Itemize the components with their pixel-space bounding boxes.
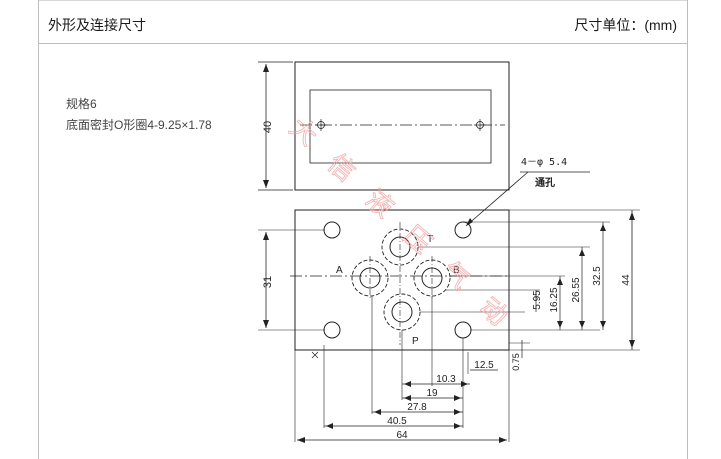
- dim-top-height: 40: [262, 121, 274, 133]
- dim-27-8: 27.8: [407, 402, 427, 413]
- watermark-char: 大: [284, 112, 323, 152]
- unit-label: 尺寸单位：(mm): [574, 17, 677, 33]
- port-b-label: B: [453, 265, 460, 276]
- dim-44: 44: [621, 274, 632, 286]
- watermark-char: 动: [474, 292, 513, 332]
- watermark-char: 信: [322, 148, 361, 188]
- port-p-label: P: [412, 336, 419, 347]
- hole-callout: [465, 171, 590, 227]
- dim-12-5: 12.5: [474, 360, 494, 371]
- port-t-label: T: [427, 234, 433, 245]
- dim-16-25: 16.25: [549, 287, 560, 312]
- spec-size: 规格6: [66, 97, 97, 111]
- port-a-label: A: [336, 265, 343, 276]
- port-view: [258, 209, 640, 443]
- through-hole-label: 通孔: [535, 176, 555, 189]
- section-header: 外形及连接尺寸 尺寸单位：(mm): [39, 0, 687, 44]
- top-view: [258, 61, 510, 191]
- dim-40-5: 40.5: [387, 416, 407, 427]
- dim-31: 31: [262, 276, 274, 288]
- content-frame: 外形及连接尺寸 尺寸单位：(mm) 规格6 底面密封O形圈4-9.25×1.78: [38, 0, 688, 459]
- dim-19: 19: [426, 388, 438, 399]
- dim-64: 64: [396, 430, 408, 441]
- spec-seal: 底面密封O形圈4-9.25×1.78: [66, 118, 212, 132]
- dim-32-5: 32.5: [592, 266, 603, 286]
- dim-0-75: 0.75: [511, 353, 521, 371]
- dim-10-3: 10.3: [436, 374, 456, 385]
- watermark-char: 压: [398, 220, 437, 260]
- section-title: 外形及连接尺寸: [48, 17, 146, 33]
- dim-5-95: 5.95: [532, 290, 543, 310]
- hole-spec-label: 4－φ 5.4: [521, 157, 567, 168]
- dim-26-55: 26.55: [571, 277, 582, 302]
